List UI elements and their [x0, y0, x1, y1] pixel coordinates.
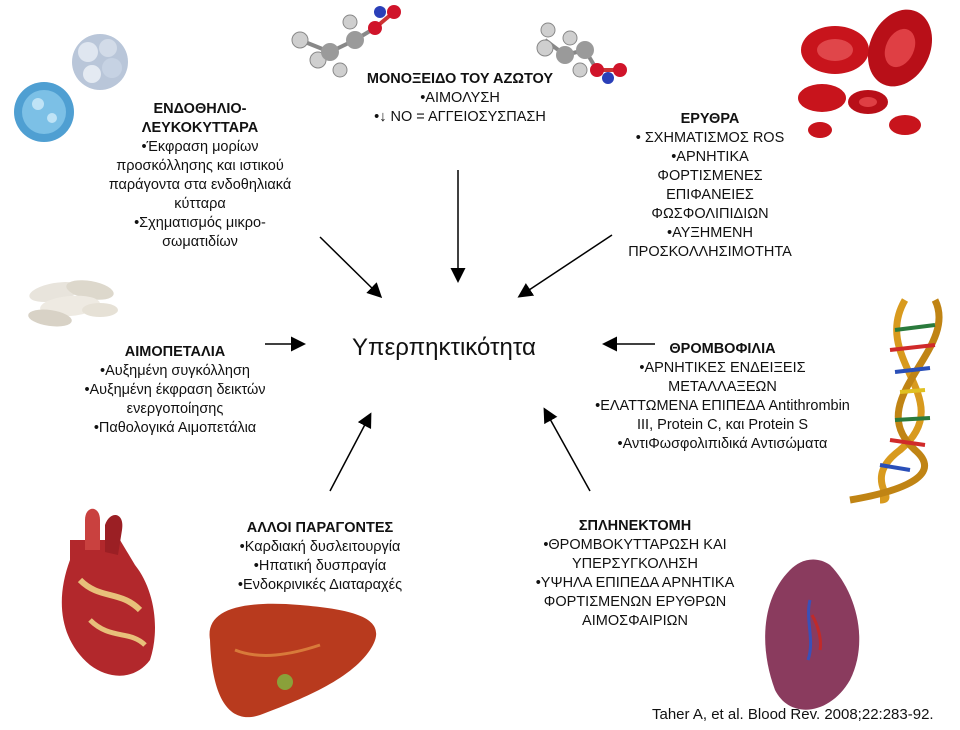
splenectomy-box: ΣΠΛΗΝΕΚΤΟΜΗ •ΘΡΟΜΒΟΚΥΤΤΑΡΩΣΗ ΚΑΙ ΥΠΕΡΣΥΓ…: [520, 517, 750, 631]
platelets-box: ΑΙΜΟΠΕΤΑΛΙΑ •Αυξημένη συγκόλληση •Αυξημέ…: [55, 343, 295, 438]
box-line: ΕΠΙΦΑΝΕΙΕΣ: [666, 187, 754, 203]
box-line: ΑΙΜΟΣΦΑΙΡΙΩΝ: [582, 613, 688, 629]
box-line: προσκόλλησης και ιστικού: [116, 158, 284, 174]
other-factors-box: ΑΛΛΟΙ ΠΑΡΑΓΟΝΤΕΣ •Καρδιακή δυσλειτουργία…: [205, 519, 435, 595]
box-title: ΘΡΟΜΒΟΦΙΛΙΑ: [669, 341, 776, 357]
box-title: ΑΙΜΟΠΕΤΑΛΙΑ: [124, 344, 226, 360]
heart-icon: [61, 508, 155, 676]
box-line: III, Protein C, και Protein S: [637, 417, 808, 433]
box-title: ΑΛΛΟΙ ΠΑΡΑΓΟΝΤΕΣ: [246, 520, 394, 536]
box-title: ΣΠΛΗΝΕΚΤΟΜΗ: [578, 518, 692, 534]
molecule-icon: [291, 5, 401, 78]
nitric-oxide-box: ΜΟΝΟΞΕΙΔΟ ΤΟΥ ΑΖΩΤΟΥ •ΑΙΜΟΛΥΣΗ •↓ ΝΟ = Α…: [335, 70, 585, 127]
box-line: •ΕΛΑΤΤΩΜΕΝΑ ΕΠΙΠΕΔΑ Antithrombin: [595, 398, 850, 414]
dna-icon: [849, 298, 943, 504]
arrow: [329, 412, 372, 492]
liver-icon: [209, 603, 377, 718]
box-line: •Καρδιακή δυσλειτουργία: [239, 539, 401, 555]
box-line: ΠΡΟΣΚΟΛΛΗΣΙΜΟΤΗΤΑ: [628, 244, 792, 260]
box-line: •ΑΡΝΗΤΙΚΑ: [671, 149, 749, 165]
box-line: •Έκφραση μορίων: [141, 139, 259, 155]
box-title: ΛΕΥΚΟΚΥΤΤΑΡΑ: [141, 120, 259, 136]
box-line: • ΣΧΗΜΑΤΙΣΜΟΣ ROS: [635, 130, 785, 146]
box-line: •ΑΙΜΟΛΥΣΗ: [420, 90, 500, 106]
box-line: ΥΠΕΡΣΥΓΚΟΛΗΣΗ: [572, 556, 698, 572]
molecule-icon: [536, 22, 627, 84]
box-line: ΦΟΡΤΙΣΜΕΝΩΝ ΕΡΥΘΡΩΝ: [543, 594, 727, 610]
endothelial-box: ΕΝΔΟΘΗΛΙΟ- ΛΕΥΚΟΚΥΤΤΑΡΑ •Έκφραση μορίων …: [80, 100, 320, 252]
box-title: ΜΟΝΟΞΕΙΔΟ ΤΟΥ ΑΖΩΤΟΥ: [366, 71, 554, 87]
citation: Taher A, et al. Blood Rev. 2008;22:283-9…: [652, 706, 934, 723]
box-line: •ΥΨΗΛΑ ΕΠΙΠΕΔΑ ΑΡΝΗΤΙΚΑ: [535, 575, 735, 591]
box-line: ΦΩΣΦΟΛΙΠΙΔΙΩΝ: [651, 206, 769, 222]
box-line: •ΘΡΟΜΒΟΚΥΤΤΑΡΩΣΗ ΚΑΙ: [543, 537, 727, 553]
box-line: •Ενδοκρινικές Διαταραχές: [237, 577, 403, 593]
arrow: [319, 236, 383, 299]
red-blood-cell-icon: [798, 9, 933, 138]
box-line: ενεργοποίησης: [126, 401, 224, 417]
leukocyte-icon: [14, 34, 128, 142]
box-line: •Αυξημένη έκφραση δεικτών: [84, 382, 266, 398]
spleen-icon: [765, 559, 860, 710]
box-title: ΕΝΔΟΘΗΛΙΟ-: [153, 101, 247, 117]
box-line: •Παθολογικά Αιμοπετάλια: [93, 420, 257, 436]
thrombophilia-box: ΘΡΟΜΒΟΦΙΛΙΑ •ΑΡΝΗΤΙΚΕΣ ΕΝΔΕΙΞΕΙΣ ΜΕΤΑΛΛΑ…: [570, 340, 875, 454]
box-line: •Σχηματισμός μικρο-: [134, 215, 266, 231]
box-line: •Αυξημένη συγκόλληση: [100, 363, 250, 379]
box-line: ΜΕΤΑΛΛΑΞΕΩΝ: [668, 379, 777, 395]
box-line: •ΑΥΞΗΜΕΝΗ: [667, 225, 753, 241]
box-line: •ΑΡΝΗΤΙΚΕΣ ΕΝΔΕΙΞΕΙΣ: [639, 360, 806, 376]
erythra-box: ΕΡΥΘΡΑ • ΣΧΗΜΑΤΙΣΜΟΣ ROS •ΑΡΝΗΤΙΚΑ ΦΟΡΤΙ…: [600, 110, 820, 262]
box-line: •Ηπατική δυσπραγία: [253, 558, 387, 574]
box-line: ΦΟΡΤΙΣΜΕΝΕΣ: [657, 168, 763, 184]
box-line: παράγοντα στα ενδοθηλιακά: [108, 177, 292, 193]
box-line: •ΑντιΦωσφολιπιδικά Αντισώματα: [617, 436, 828, 452]
box-title: ΕΡΥΘΡΑ: [680, 111, 740, 127]
arrow: [517, 234, 613, 298]
box-line: σωματιδίων: [162, 234, 238, 250]
box-line: •↓ ΝΟ = ΑΓΓΕΙΟΣΥΣΠΑΣΗ: [374, 109, 546, 125]
arrow: [543, 407, 591, 492]
platelet-icon: [28, 280, 118, 327]
box-line: κύτταρα: [174, 196, 226, 212]
center-title: Υπερπηκτικότητα: [352, 334, 536, 361]
